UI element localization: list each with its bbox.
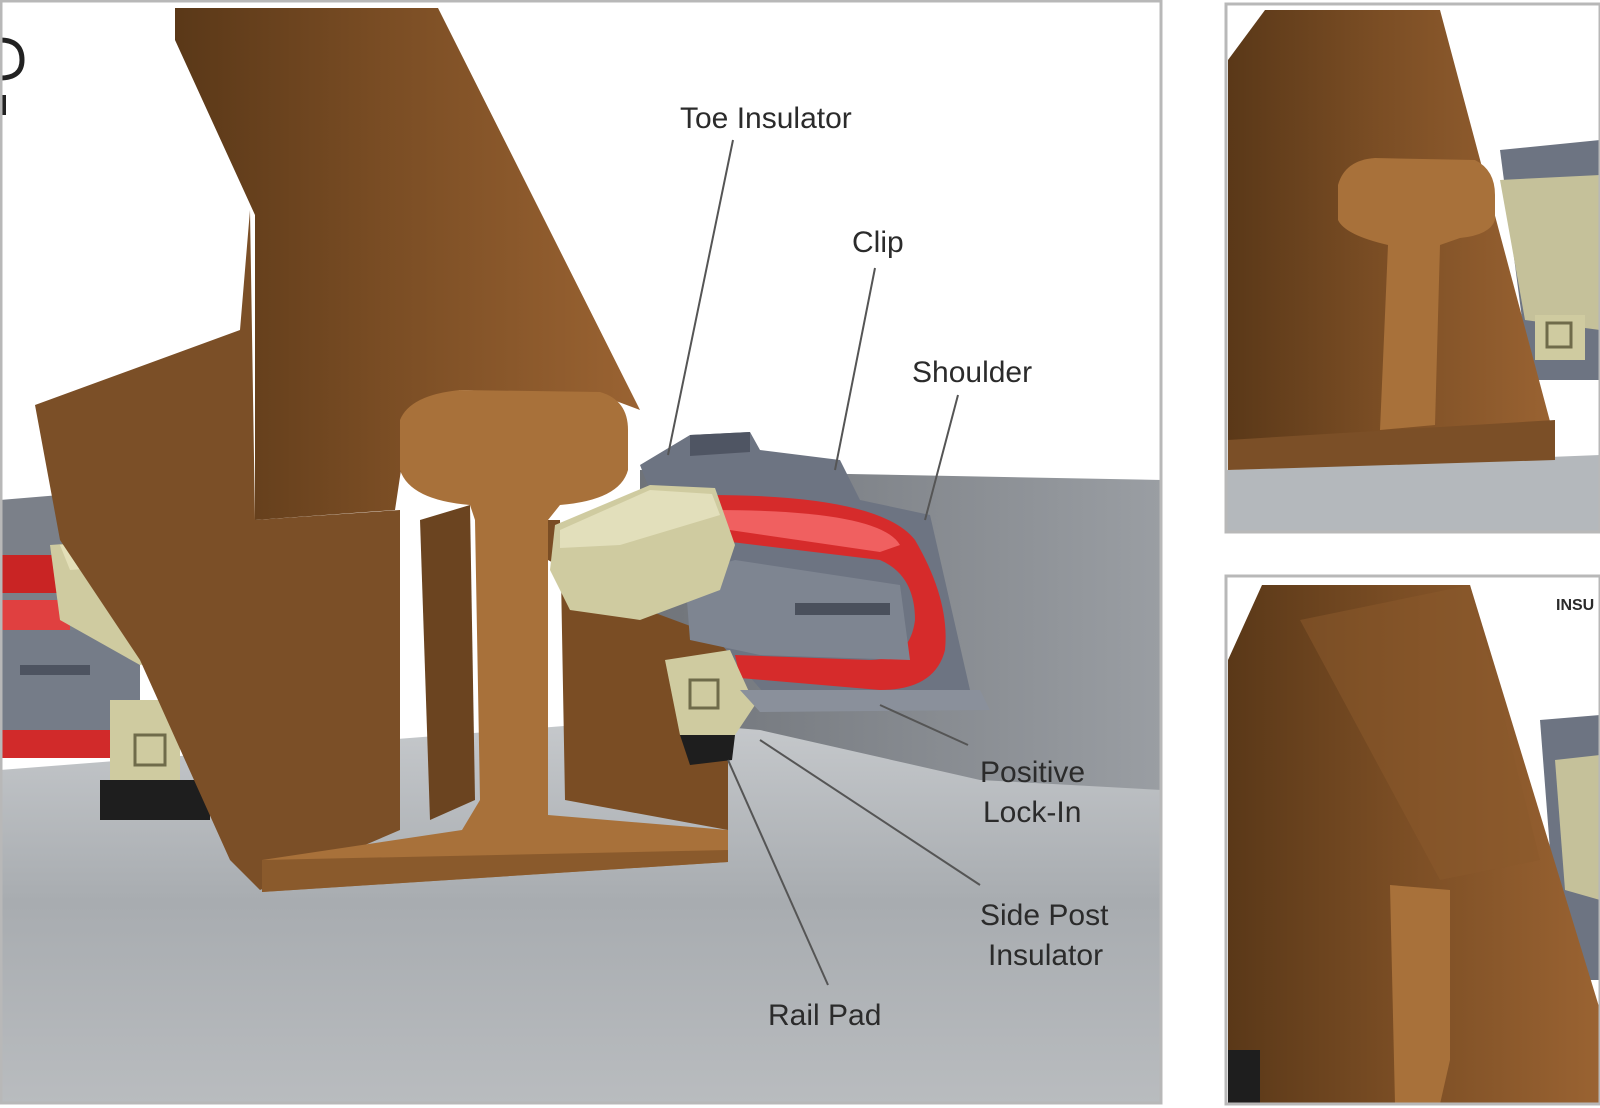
label-rail-pad: Rail Pad: [768, 999, 881, 1032]
top-right-panel: [1226, 4, 1600, 532]
label-shoulder: Shoulder: [912, 356, 1032, 389]
label-positive-lock-in-line1: Positive: [980, 756, 1085, 789]
bottom-right-panel: INSU: [1226, 576, 1600, 1104]
label-toe-insulator: Toe Insulator: [680, 102, 852, 135]
label-side-post-insulator-line1: Side Post: [980, 899, 1109, 932]
main-panel: Toe Insulator Clip Shoulder Positive Loc…: [0, 0, 1162, 1104]
label-side-post-insulator-line2: Insulator: [988, 939, 1103, 972]
label-partial-corner: INSU: [1556, 597, 1594, 614]
label-positive-lock-in-line2: Lock-In: [983, 796, 1081, 829]
label-clip: Clip: [852, 226, 904, 259]
